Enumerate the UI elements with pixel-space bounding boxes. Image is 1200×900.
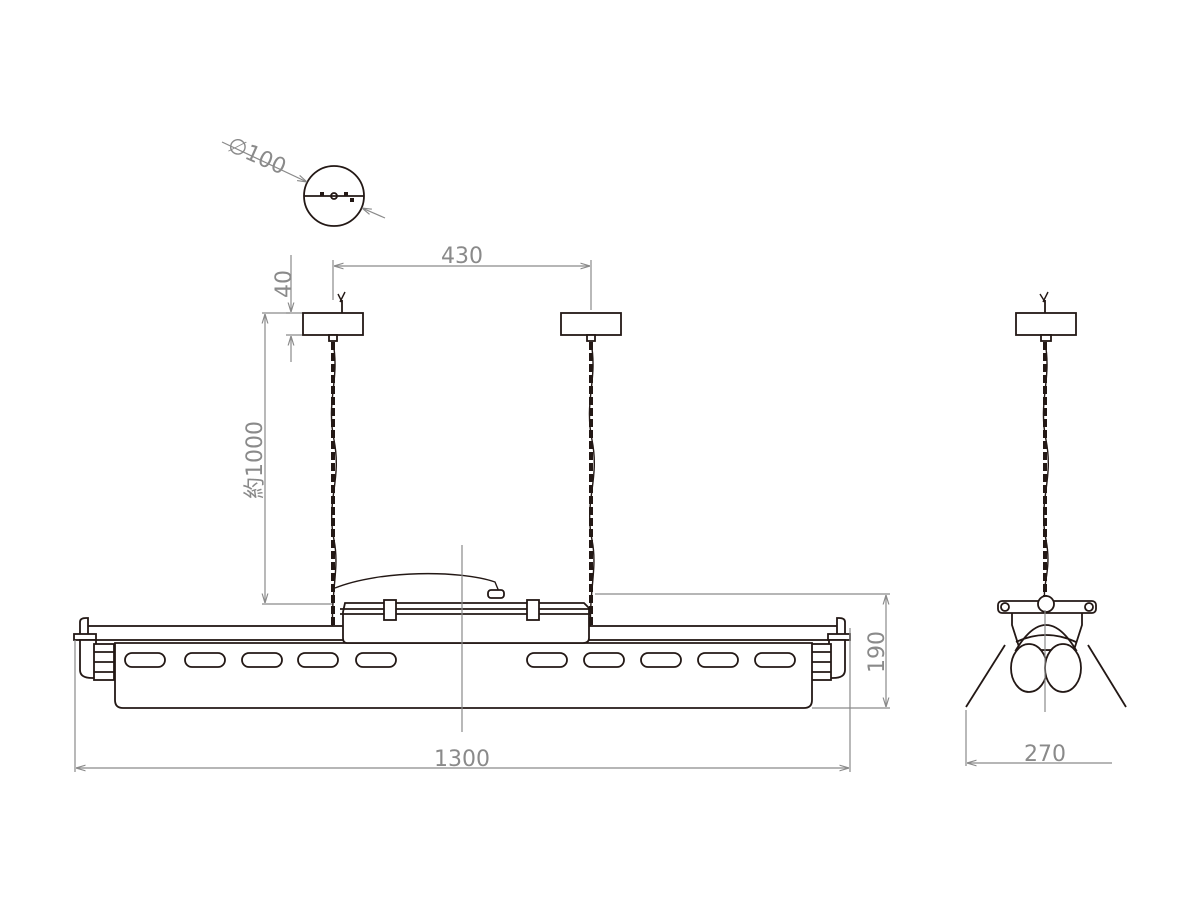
dimension-canopy-height: 40 bbox=[272, 255, 303, 362]
canopy-diameter-label: ∅100 bbox=[224, 133, 290, 181]
side-width-label: 270 bbox=[1024, 742, 1066, 767]
dimension-fixture-height: 190 bbox=[595, 593, 890, 709]
dimension-overall-length: 1300 bbox=[74, 628, 851, 772]
canopy-height-label: 40 bbox=[272, 270, 297, 298]
canopy-side bbox=[1015, 312, 1077, 336]
dimension-chain-length: 約1000 bbox=[243, 312, 333, 605]
dimension-side-width: 270 bbox=[965, 710, 1112, 767]
fixture-body bbox=[114, 642, 813, 709]
front-view bbox=[73, 291, 851, 709]
canopy-left bbox=[302, 312, 364, 336]
fixture-height-label: 190 bbox=[865, 631, 890, 673]
canopy-spacing-label: 430 bbox=[441, 244, 483, 269]
side-view bbox=[965, 291, 1127, 712]
vent-slots bbox=[124, 652, 796, 668]
canopy-right bbox=[560, 312, 622, 336]
dimension-canopy-spacing: 430 bbox=[332, 244, 592, 310]
canopy-top-view: ∅100 bbox=[221, 133, 386, 227]
chain-length-label: 約1000 bbox=[243, 421, 268, 499]
overall-length-label: 1300 bbox=[434, 747, 490, 772]
